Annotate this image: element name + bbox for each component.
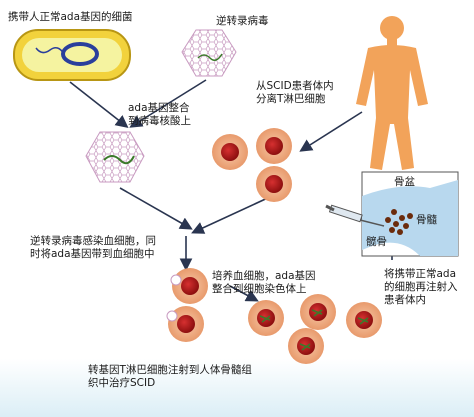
scid-isolation-line-1: 从SCID患者体内 bbox=[256, 80, 334, 92]
retrovirus-label: 逆转录病毒 bbox=[216, 15, 269, 27]
bone-label: 骨盆 bbox=[394, 176, 415, 188]
recombinant-virus-icon bbox=[85, 131, 145, 183]
infected-cells bbox=[166, 268, 208, 342]
reinject-line-1: 将携带正常ada bbox=[384, 268, 457, 280]
scid-isolation-line-2: 分离T淋巴细胞 bbox=[256, 93, 326, 105]
human-figure bbox=[356, 16, 428, 170]
infection-line-2: 时将ada基因带到血细胞中 bbox=[30, 248, 155, 260]
bacterium bbox=[13, 29, 131, 81]
reinject-line-2: 的细胞再注射入 bbox=[384, 281, 458, 293]
injection-line-1: 转基因T淋巴细胞注射到人体骨髓组 bbox=[88, 364, 252, 376]
syringe-icon bbox=[325, 204, 385, 227]
pelvis-label: 髋骨 bbox=[366, 236, 387, 248]
reinject-line-3: 患者体内 bbox=[384, 294, 426, 306]
flow-arrows bbox=[69, 79, 399, 302]
transgenic-cells bbox=[248, 294, 382, 364]
culture-line-1: 培养血细胞，ada基因 bbox=[212, 270, 316, 282]
bacterium-label: 携带人正常ada基因的细菌 bbox=[8, 11, 133, 23]
ada-integration-line-2: 到病毒核酸上 bbox=[128, 115, 191, 127]
infection-line-1: 逆转录病毒感染血细胞，同 bbox=[30, 235, 156, 247]
ada-integration-line-1: ada基因整合 bbox=[128, 102, 190, 114]
bone-marrow-inset bbox=[325, 171, 459, 257]
isolated-cells bbox=[212, 128, 292, 202]
marrow-label: 骨髓 bbox=[416, 214, 437, 226]
plasmid-icon bbox=[61, 42, 99, 66]
retrovirus-icon bbox=[181, 29, 237, 77]
culture-line-2: 整合到细胞染色体上 bbox=[212, 283, 307, 295]
injection-line-2: 织中治疗SCID bbox=[88, 377, 156, 389]
